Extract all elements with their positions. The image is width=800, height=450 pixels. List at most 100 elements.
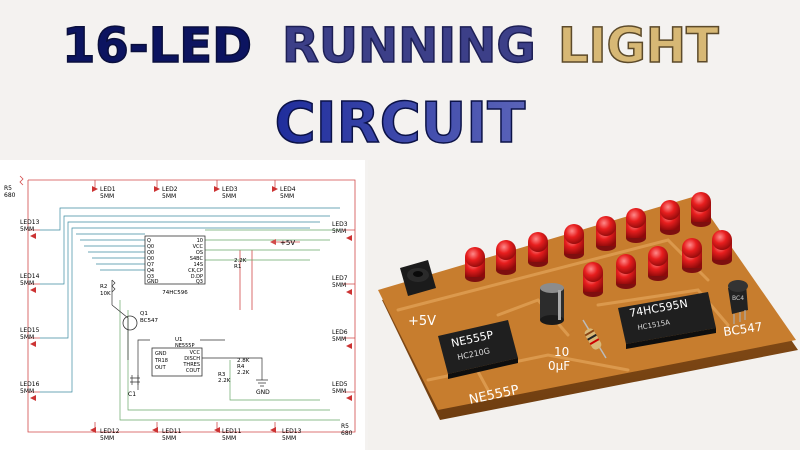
- led-top-4-name: LED4: [280, 186, 296, 193]
- title-line2: CIRCUIT: [275, 91, 526, 156]
- r3-label: R3: [218, 372, 226, 378]
- r3b-value: 2.2K: [237, 370, 250, 376]
- led-top-1-size: 5MM: [100, 193, 114, 200]
- timer-pin-left-3: OUT: [155, 365, 167, 371]
- led-right-4: LED5 5MM: [332, 381, 352, 401]
- led-top-2-size: 5MM: [162, 193, 176, 200]
- led-symbol-icon: [346, 235, 352, 241]
- led-left-3-size: 5MM: [20, 334, 34, 341]
- resistor: [582, 319, 607, 359]
- shift-pin-left-1: Q: [147, 238, 151, 244]
- led-right-3: LED6 5MM: [332, 329, 352, 349]
- led-bottom-2: LED11 5MM: [152, 427, 182, 442]
- led-left-3-name: LED15: [20, 327, 40, 334]
- led-bottom-4-name: LED13: [282, 428, 302, 435]
- ne555-chip: [438, 320, 518, 379]
- led-symbol-icon: [154, 186, 160, 192]
- transistor-silk: BC547: [722, 320, 763, 339]
- led-symbol-icon: [30, 341, 36, 347]
- led-bottom-4: LED13 5MM: [270, 427, 302, 442]
- shift-pin-right-7: D.DP: [191, 274, 203, 280]
- led-symbol-icon: [346, 289, 352, 295]
- c1-label: C1: [128, 391, 136, 398]
- led-symbol-icon: [270, 427, 276, 433]
- r4-label: R4: [237, 364, 245, 370]
- led-bottom-1: LED12 5MM: [90, 427, 120, 442]
- led-symbol-icon: [152, 427, 158, 433]
- led-right-3-size: 5MM: [332, 336, 346, 343]
- led-symbol-icon: [90, 427, 96, 433]
- led-top-4: LED4 5MM: [272, 186, 296, 200]
- led-left-3: LED15 5MM: [20, 327, 40, 347]
- title-line1-part2: RUNNING: [282, 18, 536, 74]
- shift-pin-right-1: 10: [197, 238, 203, 244]
- led-bottom-3-size: 5MM: [222, 435, 236, 442]
- transistor-bc547: [728, 280, 748, 324]
- gnd-label: GND: [256, 389, 270, 396]
- led-icon: [626, 208, 646, 243]
- led-icon: [648, 246, 668, 281]
- timer-pin-left-1: GND: [155, 351, 167, 357]
- shift-pin-left-5: Q7: [147, 262, 154, 268]
- transistor-q1: Q1 BC547: [122, 311, 159, 331]
- led-bottom-1-size: 5MM: [100, 435, 114, 442]
- led-right-4-size: 5MM: [332, 388, 346, 395]
- r2-resistor: [111, 279, 116, 293]
- led-top-1-name: LED1: [100, 186, 116, 193]
- timer-pin-right-2: DISCH: [184, 356, 200, 362]
- timer-ic: U1 NE555P GND TR18 OUT VCC DISCH THRES C…: [151, 337, 203, 377]
- shift-ic-code: 74HC596: [162, 290, 188, 296]
- led-bottom-4-size: 5MM: [282, 435, 296, 442]
- led-bottom-3-name: LED11: [222, 428, 242, 435]
- shift-register-ic: Q Q0 Q0 Q0 Q7 Q4 Q3 GND 10 VCC OS S4BC 1…: [144, 235, 206, 296]
- led-icon: [496, 240, 516, 275]
- electrolytic-capacitor: [540, 283, 564, 325]
- shift-pin-left-7: Q3: [147, 274, 154, 280]
- led-symbol-icon: [272, 186, 278, 192]
- shift-pin-right-8: Q3: [196, 279, 203, 285]
- board-supply-label: +5V: [408, 314, 436, 329]
- r5-top-resistor: [19, 175, 24, 186]
- led-symbol-icon: [214, 427, 220, 433]
- led-top-3: LED3 5MM: [214, 186, 238, 200]
- led-symbol-icon: [214, 186, 220, 192]
- led-symbol-icon: [30, 287, 36, 293]
- shift-pin-left-4: Q0: [147, 256, 154, 262]
- transistor-body-label: BC4: [732, 295, 744, 302]
- led-left-1: LED13 5MM: [20, 219, 40, 239]
- led-right-1: LED3 5MM: [332, 221, 352, 241]
- led-icon: [564, 224, 584, 259]
- r1-value: 2.2K: [234, 258, 247, 264]
- led-right-1-size: 5MM: [332, 228, 346, 235]
- timer-pin-right-1: VCC: [190, 350, 201, 356]
- led-top-2: LED2 5MM: [154, 186, 178, 200]
- title-line1-part1: 16-LED: [62, 18, 252, 74]
- shift-pin-left-6: Q4: [147, 268, 154, 274]
- q1-label: Q1: [140, 311, 148, 317]
- led-icon: [682, 238, 702, 273]
- led-left-1-name: LED13: [20, 219, 40, 226]
- led-bottom-2-size: 5MM: [162, 435, 176, 442]
- supply-label: +5V: [280, 239, 295, 247]
- led-icon: [528, 232, 548, 267]
- led-left-4-size: 5MM: [20, 388, 34, 395]
- led-right-2-size: 5MM: [332, 282, 346, 289]
- led-right-2: LED7 5MM: [332, 275, 352, 295]
- shift-pin-left-8: GND: [147, 279, 159, 285]
- pcb-board-render: +5V 10 0μF NE555P HC210: [368, 160, 800, 450]
- led-bottom-3: LED11 5MM: [214, 427, 242, 442]
- r5-top-label: R5: [4, 185, 12, 192]
- timer-pin-right-4: COUT: [186, 368, 201, 374]
- led-left-2: LED14 5MM: [20, 273, 40, 293]
- led-icon: [660, 200, 680, 235]
- led-right-2-name: LED7: [332, 275, 348, 282]
- cap-label-1: 10: [554, 345, 569, 359]
- r5-top-value: 680: [4, 192, 16, 199]
- led-symbol-icon: [30, 233, 36, 239]
- led-symbol-icon: [92, 186, 98, 192]
- led-left-4-name: LED16: [20, 381, 40, 388]
- r2-value: 10K: [100, 291, 111, 297]
- led-left-2-size: 5MM: [20, 280, 34, 287]
- timer-ic-name: U1: [175, 337, 183, 343]
- shift-pin-right-3: OS: [196, 250, 203, 256]
